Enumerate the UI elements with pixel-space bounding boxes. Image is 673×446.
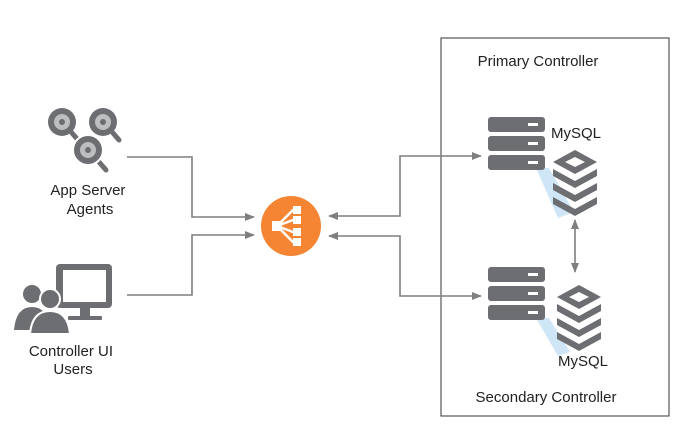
magnifier-cluster-icon — [48, 108, 122, 173]
agents-to-lb-line — [127, 156, 255, 221]
agents-label: App Server Agents — [50, 182, 129, 218]
connectors — [127, 152, 579, 300]
secondary-server-icon — [488, 267, 570, 356]
lb-secondary-line — [328, 232, 482, 300]
secondary-mysql-label: MySQL — [558, 353, 608, 370]
users-label: Controller UI Users — [29, 343, 117, 378]
users-monitor-icon — [14, 264, 112, 335]
primary-controller-title: Primary Controller — [478, 53, 599, 70]
secondary-controller-title: Secondary Controller — [476, 389, 617, 406]
lb-primary-line — [328, 152, 482, 220]
controller-cluster-box — [440, 37, 670, 417]
secondary-database-icon — [557, 285, 601, 351]
primary-database-icon — [553, 150, 597, 216]
primary-mysql-label: MySQL — [551, 125, 601, 142]
users-to-lb-line — [127, 231, 255, 296]
load-balancer-icon — [261, 196, 321, 256]
